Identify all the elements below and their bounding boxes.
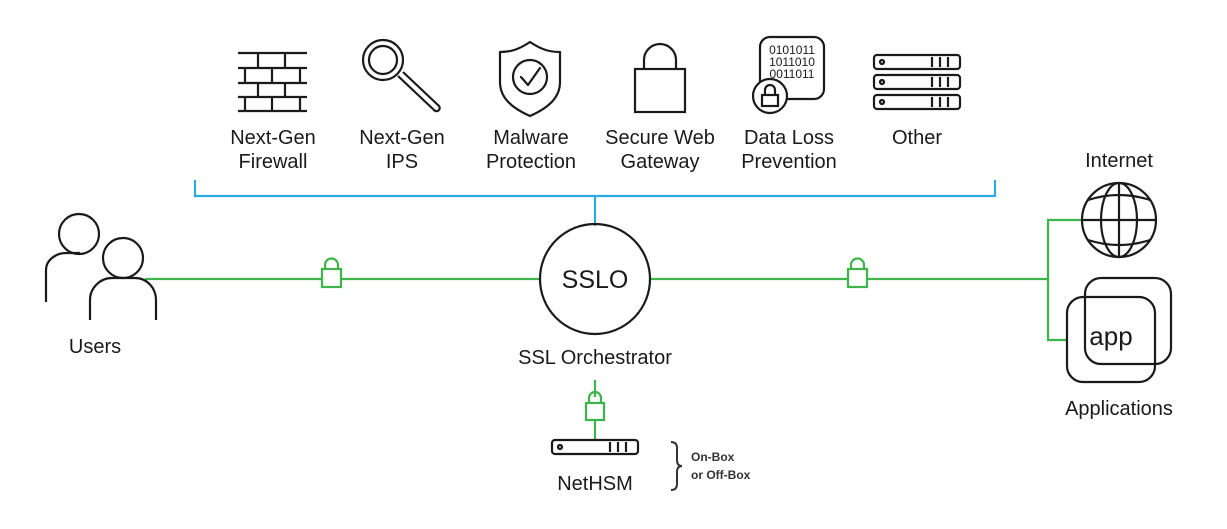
service-label-line2: IPS bbox=[386, 151, 418, 173]
applications-label: Applications bbox=[1065, 398, 1173, 420]
service-data-loss-prevention: 0101011 1011010 0011011 Data Loss Preven… bbox=[741, 35, 837, 173]
magnifier-icon bbox=[361, 38, 441, 113]
internet-node: Internet bbox=[1080, 150, 1158, 259]
binary-line: 0011011 bbox=[770, 67, 815, 81]
users-node: Users bbox=[44, 212, 158, 358]
service-label-line2: Prevention bbox=[741, 151, 837, 173]
binary-line: 0101011 bbox=[769, 43, 815, 57]
brace-icon bbox=[670, 441, 683, 491]
service-label-line1: Data Loss bbox=[744, 127, 834, 149]
app-card-text: app bbox=[1089, 321, 1132, 351]
globe-icon bbox=[1080, 181, 1158, 259]
lock-icon bbox=[584, 390, 606, 422]
binary-line: 1011010 bbox=[769, 55, 815, 69]
sslo-node[interactable]: SSLO SSL Orchestrator bbox=[518, 222, 672, 369]
lock-icon bbox=[846, 257, 869, 289]
server-icon bbox=[550, 438, 640, 456]
brick-wall-icon bbox=[238, 51, 307, 113]
service-label-line1: Other bbox=[892, 127, 942, 149]
applications-node: app Applications bbox=[1065, 276, 1173, 420]
app-cards-icon: app bbox=[1065, 276, 1173, 384]
nethsm-node: NetHSM On-Box or Off-Box bbox=[550, 438, 751, 495]
padlock-icon bbox=[633, 42, 687, 114]
users-icon bbox=[44, 212, 158, 320]
sslo-label: SSL Orchestrator bbox=[518, 347, 672, 369]
users-label: Users bbox=[69, 336, 121, 358]
lock-icon bbox=[320, 257, 343, 289]
service-secure-web-gateway: Secure Web Gateway bbox=[605, 42, 715, 173]
service-next-gen-ips: Next-Gen IPS bbox=[359, 38, 445, 173]
service-label-line2: Gateway bbox=[621, 151, 700, 173]
service-malware-protection: Malware Protection bbox=[486, 40, 576, 173]
secure-link-sslo-outbound bbox=[650, 218, 1082, 342]
secure-link-sslo-nethsm bbox=[584, 380, 606, 440]
service-label-line1: Secure Web bbox=[605, 127, 715, 149]
secure-link-users-sslo bbox=[145, 257, 540, 289]
nethsm-label: NetHSM bbox=[557, 473, 633, 495]
service-label-line2: Firewall bbox=[239, 151, 308, 173]
nethsm-note-line2: or Off-Box bbox=[691, 468, 751, 482]
nethsm-note-line1: On-Box bbox=[691, 450, 735, 464]
service-label-line2: Protection bbox=[486, 151, 576, 173]
service-other: Other bbox=[872, 53, 962, 149]
service-label-line1: Next-Gen bbox=[359, 127, 445, 149]
shield-check-icon bbox=[498, 40, 562, 118]
service-label-line1: Next-Gen bbox=[230, 127, 316, 149]
internet-label: Internet bbox=[1085, 150, 1153, 172]
server-stack-icon bbox=[872, 53, 962, 111]
sslo-circle-label: SSLO bbox=[562, 266, 629, 294]
service-label-line1: Malware bbox=[493, 127, 569, 149]
binary-lock-icon: 0101011 1011010 0011011 bbox=[751, 35, 826, 115]
service-next-gen-firewall: Next-Gen Firewall bbox=[230, 51, 316, 173]
service-chain-bracket bbox=[193, 180, 997, 226]
